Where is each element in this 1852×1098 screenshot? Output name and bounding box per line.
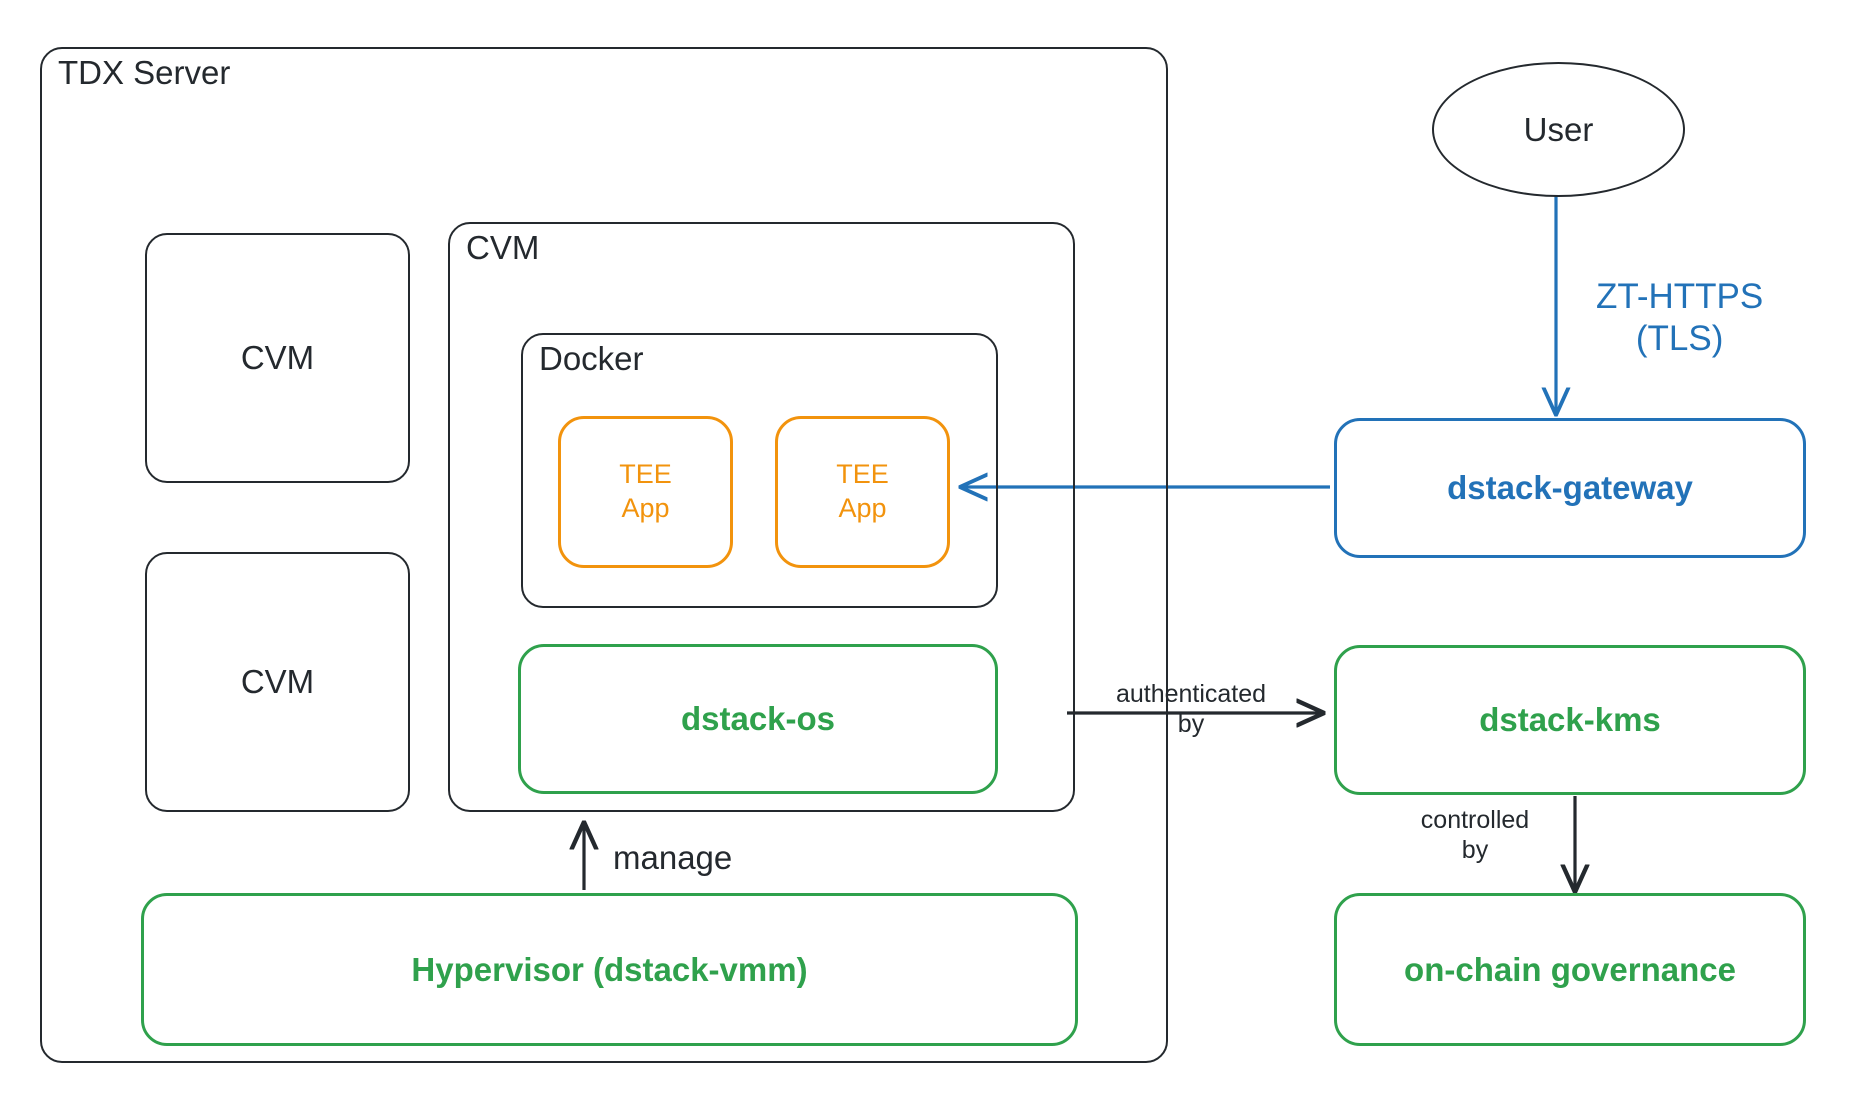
tdx-server-label: TDX Server bbox=[58, 54, 231, 91]
node-tee-app-2[interactable]: TEE App bbox=[775, 416, 950, 568]
docker-label: Docker bbox=[539, 340, 644, 377]
edge-label-zt-https: ZT-HTTPS (TLS) bbox=[1596, 277, 1764, 358]
cvm-top-label: CVM bbox=[240, 339, 315, 377]
container-docker: Docker bbox=[521, 333, 998, 608]
tee-app-2-label: TEE App bbox=[836, 459, 889, 523]
cvm-bottom-label: CVM bbox=[240, 663, 315, 701]
node-dstack-gateway[interactable]: dstack-gateway bbox=[1334, 418, 1806, 558]
node-tee-app-1[interactable]: TEE App bbox=[558, 416, 733, 568]
tee-app-1-label: TEE App bbox=[619, 459, 672, 523]
cvm-main-label: CVM bbox=[466, 229, 540, 266]
node-user[interactable]: User bbox=[1432, 62, 1685, 197]
node-hypervisor[interactable]: Hypervisor (dstack-vmm) bbox=[141, 893, 1078, 1046]
node-cvm-top[interactable]: CVM bbox=[145, 233, 410, 483]
node-dstack-os[interactable]: dstack-os bbox=[518, 644, 998, 794]
edge-label-authenticated-by: authenticated by bbox=[1115, 680, 1267, 738]
on-chain-governance-label: on-chain governance bbox=[1404, 950, 1736, 988]
hypervisor-label: Hypervisor (dstack-vmm) bbox=[411, 950, 808, 988]
container-cvm-main: CVM bbox=[448, 222, 1075, 812]
node-cvm-bottom[interactable]: CVM bbox=[145, 552, 410, 812]
user-label: User bbox=[1523, 110, 1594, 148]
container-tdx-server: TDX Server bbox=[40, 47, 1168, 1063]
dstack-os-label: dstack-os bbox=[680, 700, 836, 738]
node-on-chain-governance[interactable]: on-chain governance bbox=[1334, 893, 1806, 1046]
edge-label-manage: manage bbox=[613, 839, 733, 876]
dstack-gateway-label: dstack-gateway bbox=[1447, 469, 1693, 507]
edge-label-controlled-by: controlled by bbox=[1420, 806, 1530, 864]
node-dstack-kms[interactable]: dstack-kms bbox=[1334, 645, 1806, 795]
dstack-kms-label: dstack-kms bbox=[1479, 701, 1661, 739]
